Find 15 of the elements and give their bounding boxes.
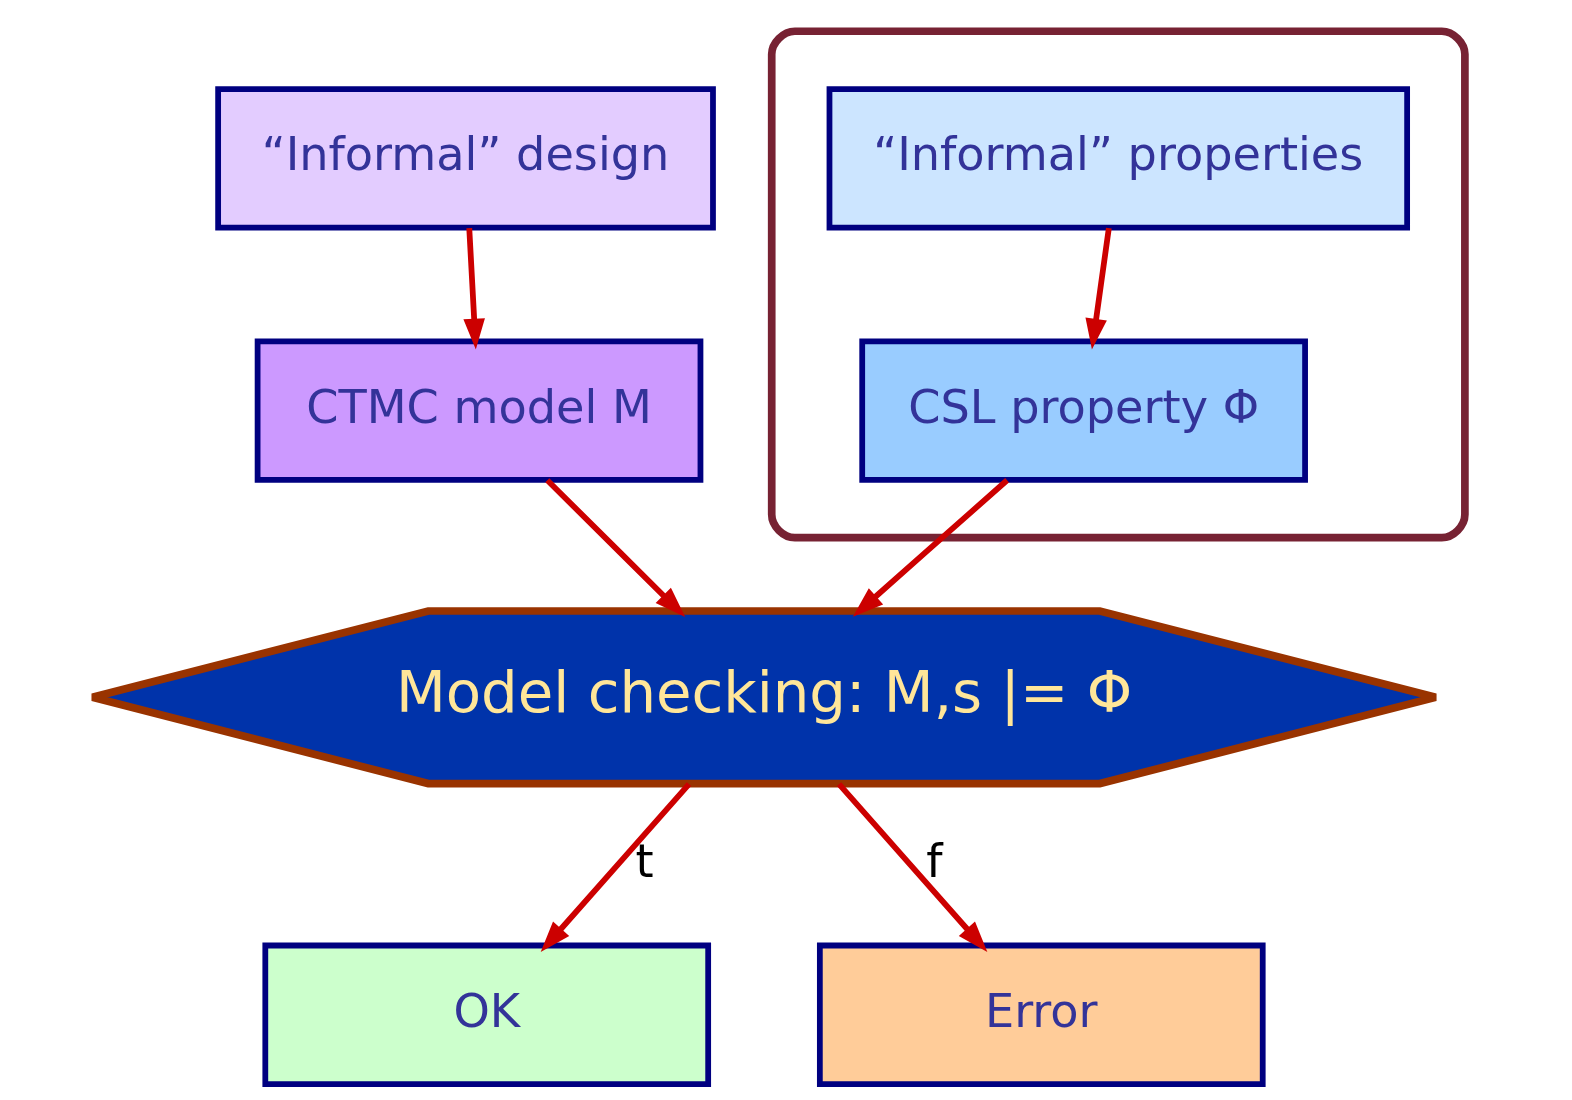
arrow [540,782,691,952]
node-box: Error [816,942,1266,1088]
node-box: CSL property Φ [858,338,1308,483]
cluster [767,27,1469,542]
edge-label: f [925,833,943,888]
node-box: OK [261,942,711,1088]
node-box: “Informal” design [214,86,716,231]
arrow [852,478,1009,617]
edge-label: t [635,833,654,888]
arrow [836,782,987,952]
node-box: CTMC model M [254,338,703,483]
arrow [462,228,485,350]
arrow [1084,227,1112,350]
node-box: “Informal” properties [826,86,1410,231]
arrow [544,478,685,618]
